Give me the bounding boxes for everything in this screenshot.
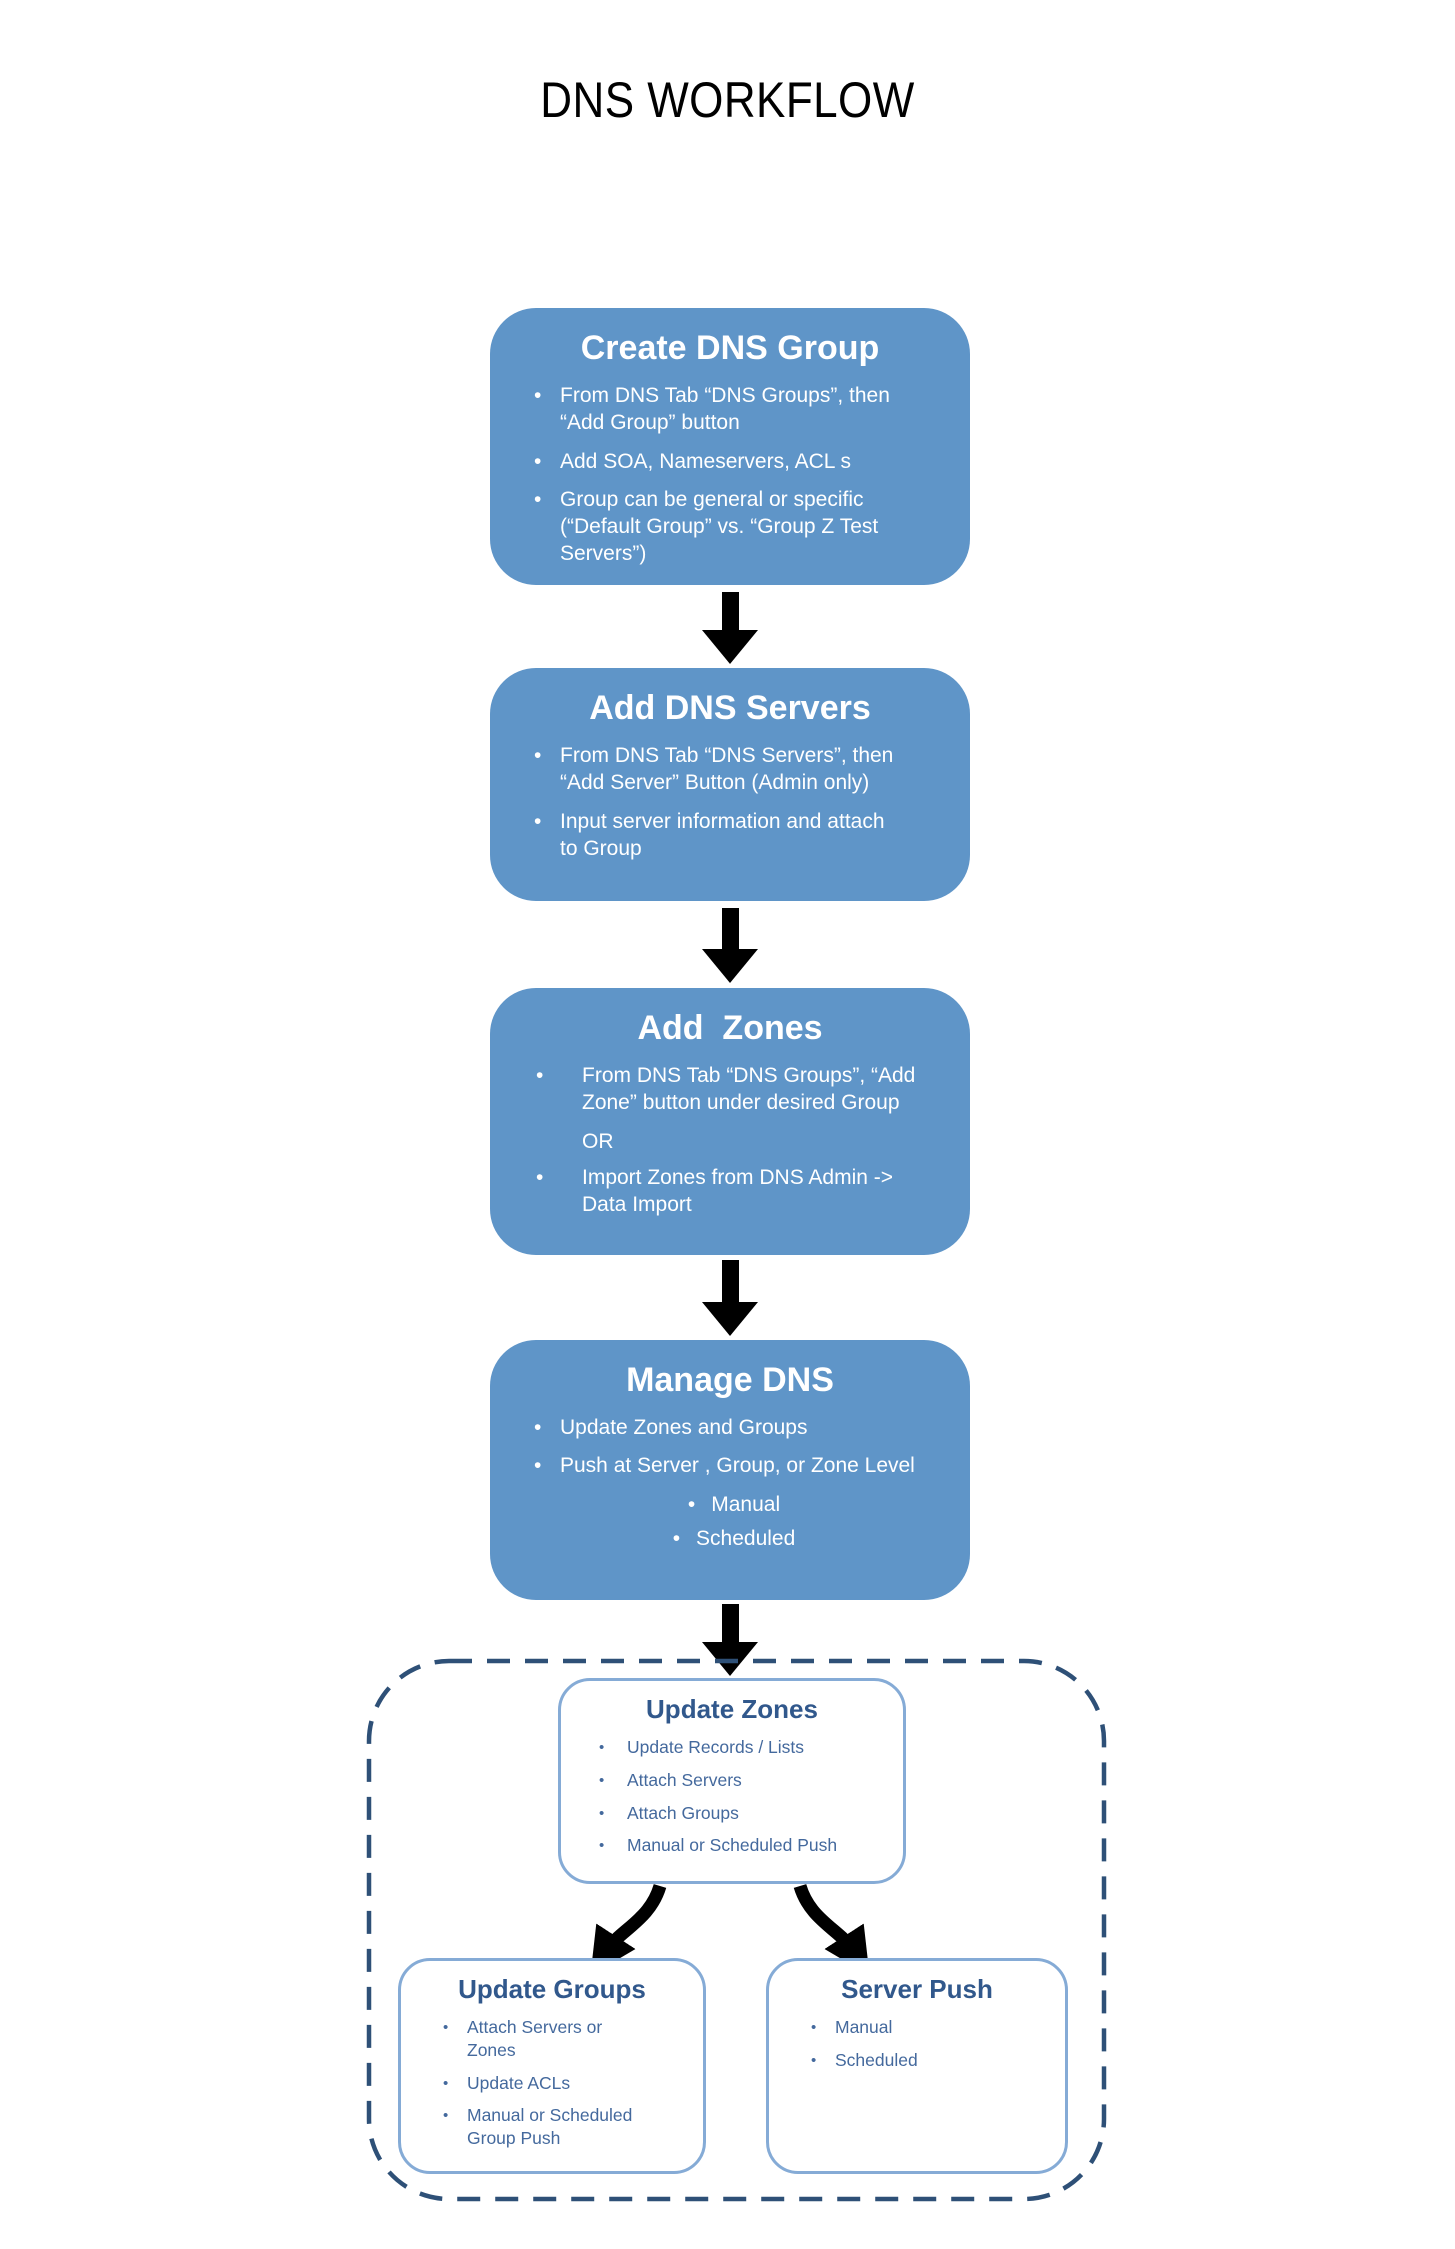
bullet-item: From DNS Tab “DNS Groups”, “Add Zone” bu…: [532, 1062, 936, 1117]
bullet-item: Group can be general or specific (“Defau…: [532, 486, 936, 568]
bullet-list: From DNS Tab “DNS Servers”, then “Add Se…: [490, 742, 970, 862]
curved-arrow-right-icon: [793, 1883, 870, 1976]
down-arrow-icon: [702, 592, 758, 664]
bullet-item: Scheduled: [809, 2049, 1051, 2072]
bullet-item: Update Zones and Groups: [532, 1414, 936, 1442]
arrow-stem: [721, 1260, 739, 1302]
bullet-item: Manual: [809, 2016, 1051, 2039]
bullet-item: Add SOA, Nameservers, ACL s: [532, 448, 936, 476]
bullet-item: Import Zones from DNS Admin -> Data Impo…: [532, 1164, 936, 1219]
bullet-item: Attach Servers: [597, 1769, 889, 1792]
flow-node-manage-dns: Manage DNS Update Zones and Groups Push …: [490, 1340, 970, 1600]
bullet-item: Update Records / Lists: [597, 1736, 889, 1759]
detail-node-update-groups: Update Groups Attach Servers or Zones Up…: [398, 1958, 706, 2174]
arrow-stem: [721, 908, 739, 949]
bullet-item: Push at Server , Group, or Zone Level: [532, 1452, 936, 1480]
arrow-head: [702, 1302, 758, 1336]
detail-node-heading: Update Zones: [646, 1694, 818, 1724]
detail-node-server-push: Server Push Manual Scheduled: [766, 1958, 1068, 2174]
bullet-list: Update Records / Lists Attach Servers At…: [561, 1736, 903, 1857]
bullet-list: Attach Servers or Zones Update ACLs Manu…: [401, 2016, 703, 2150]
sub-bullet-item: Manual: [532, 1491, 936, 1518]
page-title: DNS WORKFLOW: [540, 72, 915, 128]
down-arrow-icon: [702, 908, 758, 983]
bullet-item: Manual or Scheduled Group Push: [441, 2104, 689, 2150]
bullet-item: Attach Servers or Zones: [441, 2016, 689, 2062]
flow-node-create-dns-group: Create DNS Group From DNS Tab “DNS Group…: [490, 308, 970, 585]
workflow-group-outline: [366, 1658, 1107, 2202]
curved-arrow-left-icon: [590, 1883, 667, 1976]
bullet-list: Update Zones and Groups Push at Server ,…: [490, 1414, 970, 1552]
bullet-list: From DNS Tab “DNS Groups”, then “Add Gro…: [490, 382, 970, 568]
flow-node-heading: Manage DNS: [626, 1361, 834, 1399]
bullet-item: Update ACLs: [441, 2072, 689, 2095]
branch-arrows: [590, 1883, 870, 1976]
arrow-stem: [721, 592, 739, 630]
flow-node-add-zones: Add Zones From DNS Tab “DNS Groups”, “Ad…: [490, 988, 970, 1255]
bullet-item: Input server information and attach to G…: [532, 808, 936, 863]
detail-node-update-zones: Update Zones Update Records / Lists Atta…: [558, 1678, 906, 1884]
flow-node-heading: Add Zones: [637, 1009, 823, 1047]
bullet-item: From DNS Tab “DNS Groups”, then “Add Gro…: [532, 382, 936, 437]
arrow-stem: [721, 1604, 739, 1642]
flow-node-heading: Create DNS Group: [580, 329, 880, 367]
flow-node-heading: Add DNS Servers: [589, 689, 871, 727]
bullet-list: Manual Scheduled: [769, 2016, 1065, 2072]
bullet-list: From DNS Tab “DNS Groups”, “Add Zone” bu…: [490, 1062, 970, 1218]
detail-node-heading: Server Push: [841, 1974, 993, 2004]
down-arrow-icon: [702, 1260, 758, 1336]
bullet-item: From DNS Tab “DNS Servers”, then “Add Se…: [532, 742, 936, 797]
bullet-item: Attach Groups: [597, 1802, 889, 1825]
detail-node-heading: Update Groups: [458, 1974, 646, 2004]
arrow-head: [702, 949, 758, 983]
bullet-item: Manual or Scheduled Push: [597, 1834, 889, 1857]
or-label: OR: [582, 1129, 614, 1153]
arrow-head: [702, 630, 758, 664]
sub-bullet-item: Scheduled: [532, 1525, 936, 1552]
flow-node-add-dns-servers: Add DNS Servers From DNS Tab “DNS Server…: [490, 668, 970, 901]
